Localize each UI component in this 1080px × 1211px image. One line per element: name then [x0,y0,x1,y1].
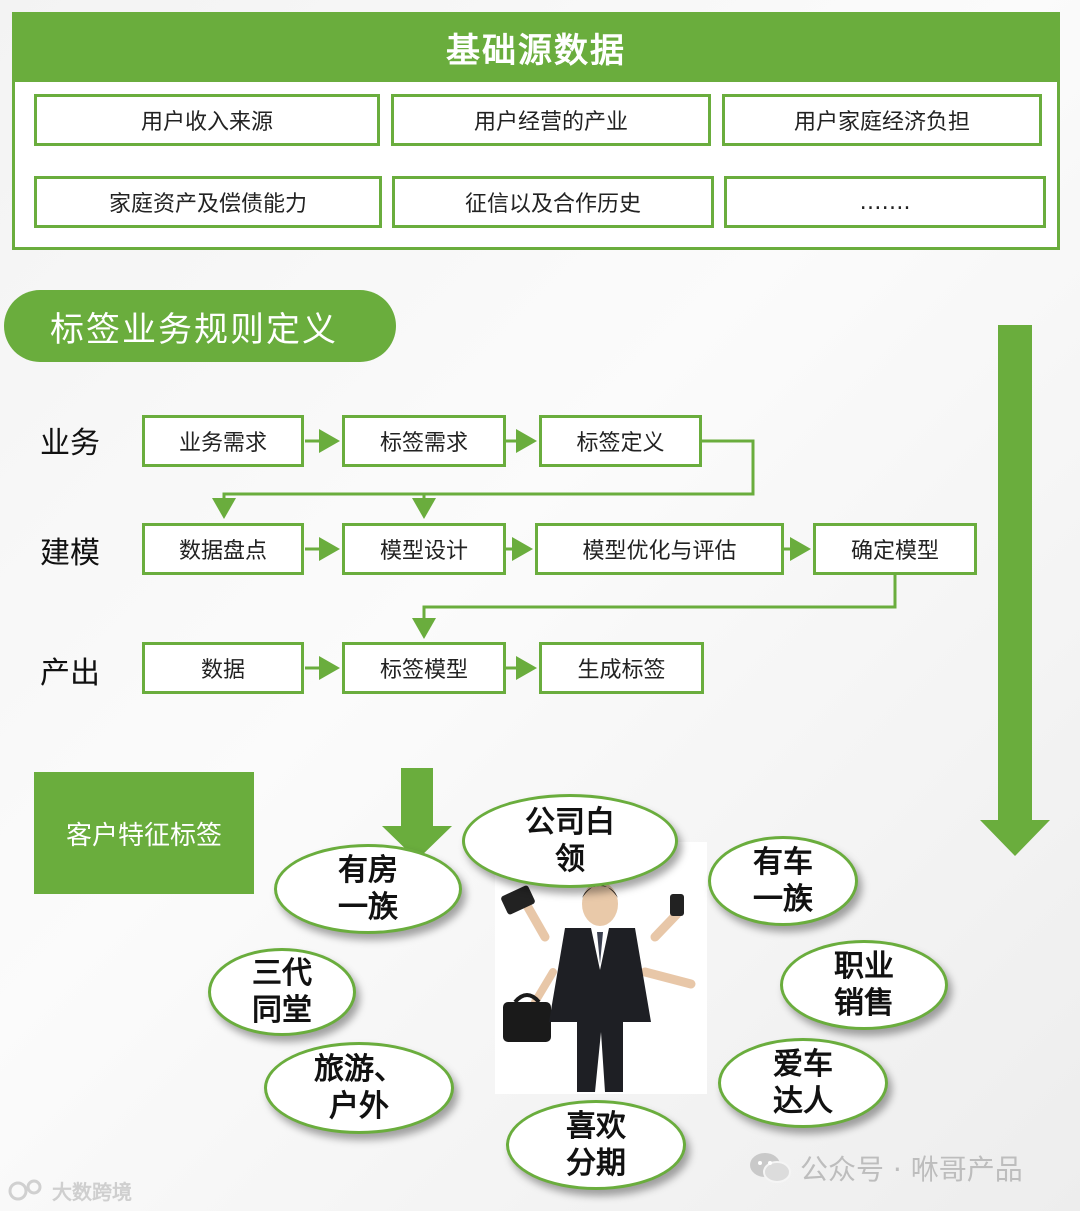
tag-homeowner: 有房一族 [274,844,462,934]
source-item: 用户家庭经济负担 [722,94,1042,146]
brand-logo-icon [8,1179,42,1200]
source-data-title: 基础源数据 [12,12,1060,82]
corner-watermark-text: 大数跨境 [52,1180,132,1204]
source-item: 用户经营的产业 [391,94,711,146]
source-item: 用户收入来源 [34,94,380,146]
source-item: 家庭资产及偿债能力 [34,176,382,228]
row-label-output: 产出 [40,656,100,691]
step-tag-model: 标签模型 [342,642,506,694]
tag-three-generations: 三代同堂 [208,948,356,1036]
row-label-modeling: 建模 [40,536,100,571]
step-model-design: 模型设计 [342,523,506,575]
step-model-optimization: 模型优化与评估 [535,523,784,575]
wechat-watermark: 公众号 · 咻哥产品 [748,1148,1023,1188]
step-business-requirement: 业务需求 [142,415,304,467]
wechat-account-name: 公众号 · 咻哥产品 [800,1153,1023,1186]
wechat-icon [750,1153,791,1183]
tag-car-owner: 有车一族 [708,836,858,926]
tag-white-collar: 公司白领 [462,794,678,888]
section-title: 标签业务规则定义 [4,290,396,362]
corner-watermark: 大数跨境 [8,1176,132,1205]
step-finalize-model: 确定模型 [813,523,977,575]
step-generate-tags: 生成标签 [539,642,704,694]
customer-tags-title: 客户特征标签 [34,772,254,894]
tag-travel-outdoor: 旅游、户外 [264,1042,454,1134]
row-label-business: 业务 [40,426,100,461]
source-item: ……. [724,176,1046,228]
step-tag-definition: 标签定义 [539,415,702,467]
step-data: 数据 [142,642,304,694]
tag-installment-lover: 喜欢分期 [506,1100,686,1190]
tag-car-enthusiast: 爱车达人 [718,1038,888,1128]
step-tag-requirement: 标签需求 [342,415,506,467]
source-item: 征信以及合作历史 [392,176,714,228]
step-data-inventory: 数据盘点 [142,523,304,575]
tag-sales-profession: 职业销售 [780,940,948,1030]
